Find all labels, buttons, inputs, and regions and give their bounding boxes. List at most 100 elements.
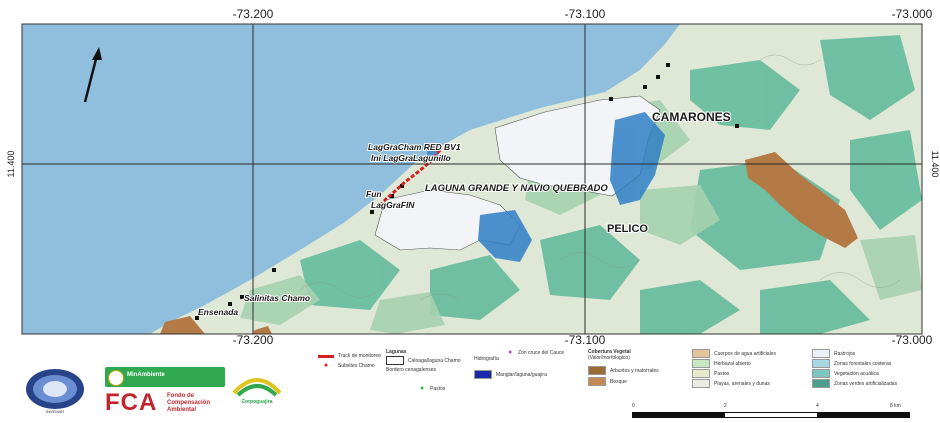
legend-playas: Playas, arenales y dunas [692, 379, 770, 388]
legend-cuerpos-label: Cuerpos de agua artificiales [714, 350, 776, 357]
corpoguajira-logo: Corpoguajira [232, 373, 282, 413]
legend-bosque: Bosque [588, 377, 627, 386]
lat-tick-right: 11.400 [930, 151, 940, 178]
land-contours [299, 54, 901, 301]
fca-text: FCA [105, 389, 158, 416]
label-station-4: LagGraFIN [371, 200, 415, 210]
center-marker-icon: ● [508, 349, 513, 356]
lon-tick-top-1: -73.200 [233, 7, 274, 21]
legend-panel: INVEMAR MinAmbiente FCA Fondo de Compens… [0, 345, 940, 423]
legend-cuerpos: Cuerpos de agua artificiales [692, 349, 776, 358]
legend-bosque-label: Bosque [610, 378, 627, 385]
bosque-swatch [588, 377, 606, 386]
legend-track-label: Track de monitoreo [338, 353, 381, 359]
mangrove-swatch [474, 370, 492, 379]
legend-track: Track de monitoreo [318, 353, 381, 359]
pastos-swatch [692, 369, 710, 378]
cuerpos-swatch [692, 349, 710, 358]
fca-sub-1: Fondo de [167, 393, 194, 399]
tejido-swatch [812, 359, 830, 368]
legend-herbazal-label: Herbazal abierto [714, 360, 751, 367]
label-station-3: Fun [366, 189, 382, 199]
north-arrow-icon [83, 47, 102, 103]
legend-lagunas: Ciénaga/laguna Chamo [386, 356, 461, 365]
legend-centro-label: Zon cruce del Cauce [518, 349, 565, 356]
label-station-1: LagGraCham RED BV1 [368, 142, 461, 152]
monitoring-track [376, 149, 442, 209]
legend-pastos-label: Pastos [714, 370, 730, 377]
coordinate-grid [22, 24, 922, 334]
legend-tejido-label: Zonas forestales costeras [834, 360, 892, 367]
minambiente-badge: MinAmbiente [105, 367, 225, 387]
legend-stations-label: Subsites Chamo [338, 362, 375, 369]
station-marker-icon: ● [323, 362, 329, 369]
legend-arbustos-label: Arbustos y matorrales [610, 367, 659, 374]
legend-zonas-label: Zonas verdes artificializadas [834, 380, 898, 387]
map-canvas[interactable]: -73.200 -73.100 -73.000 -73.200 -73.100 … [0, 0, 940, 345]
legend-hidrografia: Hidrografía [474, 356, 499, 362]
rastrojos-swatch [812, 349, 830, 358]
legend-lagunas-label: Ciénaga/laguna Chamo [408, 357, 461, 364]
legend-herbazal: Herbazal abierto [692, 359, 751, 368]
label-pelico: PELICO [607, 223, 648, 235]
legend-zonas: Zonas verdes artificializadas [812, 379, 897, 388]
legend-tejido: Zonas forestales costeras [812, 359, 891, 368]
legend-playas-label: Playas, arenales y dunas [714, 380, 770, 387]
lon-tick-bottom-2: -73.100 [565, 333, 606, 345]
herbazal-swatch [692, 359, 710, 368]
legend-arbustos: Arbustos y matorrales [588, 366, 659, 375]
scale-segments [632, 412, 910, 418]
seal-logo: INVEMAR [24, 367, 86, 417]
label-station-5: Salinitas Chamo [244, 293, 310, 303]
label-laguna: LAGUNA GRANDE Y NAVIO QUEBRADO [425, 183, 608, 194]
colombia-seal-icon [108, 370, 124, 386]
legend-cobertura-sub: (Valor/morfologico) [588, 355, 630, 361]
label-station-2: Ini LagGraLagunillo [371, 153, 451, 163]
forest-patches [300, 35, 922, 334]
label-station-6: Ensenada [198, 307, 238, 317]
legend-cobertura-title: Cobertura Vegetal [588, 349, 631, 355]
scale-label-2: 2 [724, 403, 727, 409]
legend-vegetacion: Vegetación acuática [812, 369, 879, 378]
label-camarones: CAMARONES [652, 110, 731, 124]
minambiente-text: MinAmbiente [127, 372, 165, 378]
corpoguajira-text: Corpoguajira [241, 399, 273, 405]
legend-stations: ● Subsites Chamo [318, 362, 375, 369]
vegetacion-swatch [812, 369, 830, 378]
track-swatch [318, 354, 334, 358]
scale-label-8: 8 km [890, 403, 901, 409]
zonas-swatch [812, 379, 830, 388]
legend-bordero-label: Bordero cenagalenses [386, 367, 437, 373]
mangrove-areas [426, 112, 665, 262]
coast-markers [195, 63, 739, 320]
legend-centro: ● Zon cruce del Cauce [508, 349, 564, 356]
fca-logo: MinAmbiente FCA Fondo de Compensación Am… [105, 367, 225, 419]
lon-tick-top-2: -73.100 [565, 7, 606, 21]
legend-pastos-point-label: Pastos [430, 385, 446, 392]
scale-label-4: 4 [816, 403, 819, 409]
legend-vegetacion-label: Vegetación acuática [834, 370, 879, 377]
lon-tick-top-3: -73.000 [892, 7, 933, 21]
arbustos-swatch [588, 366, 606, 375]
legend-pastos-point: ● Pastos [420, 385, 445, 392]
green-point-icon: ● [420, 385, 425, 392]
playas-swatch [692, 379, 710, 388]
legend-hidrografia-label: Hidrografía [474, 356, 499, 362]
fca-sub-2: Compensación [167, 400, 211, 406]
seal-caption: INVEMAR [45, 409, 65, 414]
lon-tick-bottom-1: -73.200 [233, 333, 274, 345]
scale-bar: 0 2 4 8 km [632, 403, 912, 419]
scale-label-0: 0 [632, 403, 635, 409]
legend-manglares: Manglar/laguna/guajira [474, 370, 547, 379]
lon-tick-bottom-3: -73.000 [892, 333, 933, 345]
legend-rastrojos: Rastrojos [812, 349, 855, 358]
legend-bordero: Bordero cenagalenses [386, 367, 436, 373]
lagoon-swatch [386, 356, 404, 365]
legend-manglares-label: Manglar/laguna/guajira [496, 371, 547, 378]
legend-rastrojos-label: Rastrojos [834, 350, 856, 357]
fca-sub-3: Ambiental [167, 407, 197, 413]
brown-areas [160, 152, 858, 334]
legend-lagunas-title: Lagunas [386, 349, 407, 355]
lat-tick-left: 11.400 [6, 151, 16, 178]
legend-pastos: Pastos [692, 369, 729, 378]
